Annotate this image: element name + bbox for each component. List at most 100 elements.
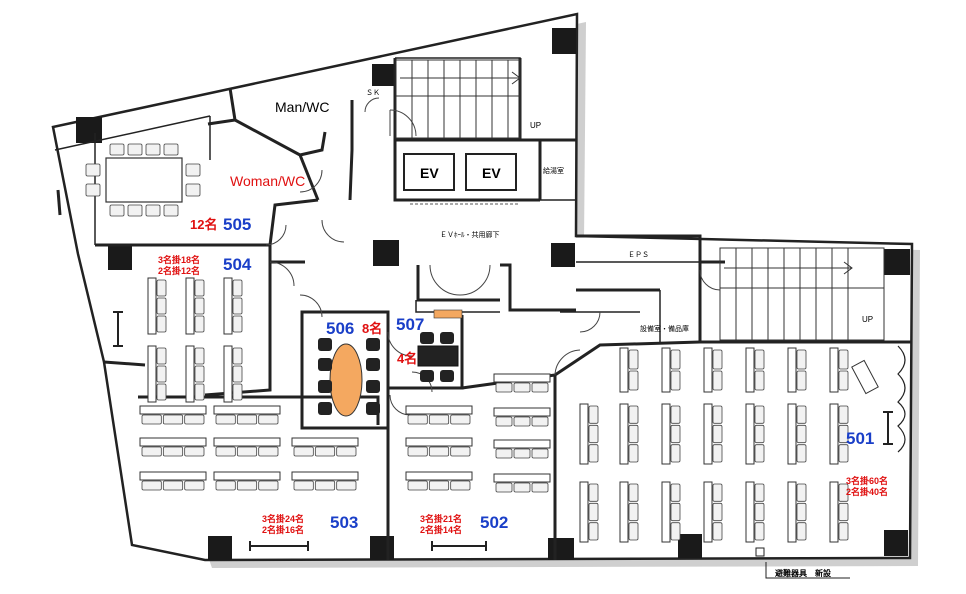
chair [838, 349, 849, 370]
chair [366, 402, 380, 415]
chair [194, 315, 205, 333]
chair [194, 347, 205, 365]
chair [754, 522, 765, 541]
chair [162, 414, 184, 425]
chair [712, 424, 723, 444]
chair [754, 483, 765, 502]
chair [670, 483, 681, 502]
chair [588, 483, 599, 502]
chair [162, 480, 184, 491]
chair [440, 332, 454, 344]
desk [291, 437, 359, 447]
desk [745, 347, 755, 393]
desk [661, 347, 671, 393]
furniture [85, 143, 849, 543]
desk [223, 277, 233, 335]
room-501-number: 501 [846, 429, 875, 448]
chair [838, 483, 849, 502]
desk [829, 403, 839, 465]
room-501-capacity: 3名掛60名 2名掛40名 [846, 476, 889, 497]
desk [829, 347, 839, 393]
chair [232, 279, 243, 297]
desk [213, 437, 281, 447]
chair [366, 338, 380, 351]
room-505-capacity: 12名 [190, 217, 218, 232]
chair [495, 448, 513, 459]
desk [213, 405, 281, 415]
chair [754, 424, 765, 444]
chair [670, 522, 681, 541]
room-504-capacity: 3名掛18名 2名掛12名 [158, 255, 201, 276]
chair [796, 522, 807, 541]
desk [703, 481, 713, 543]
room-506-number: 506 [326, 319, 355, 338]
chair [318, 358, 332, 371]
chair [712, 483, 723, 502]
stairs-top [395, 59, 521, 139]
chair [450, 414, 471, 425]
conference-table [105, 157, 183, 203]
desk [139, 471, 207, 481]
chair [670, 405, 681, 424]
chair [754, 370, 765, 391]
chair [531, 482, 549, 493]
stairs-up-label-top: UP [530, 121, 542, 130]
desk [703, 347, 713, 393]
chair [318, 338, 332, 351]
chair [215, 414, 236, 425]
chair [513, 416, 531, 427]
desk [405, 437, 473, 447]
chair [440, 370, 454, 382]
chair [85, 183, 101, 197]
chair [185, 183, 201, 197]
chair [156, 279, 167, 297]
desk [579, 403, 589, 465]
chair [712, 522, 723, 541]
chair [366, 358, 380, 371]
chair [162, 446, 184, 457]
room-507-number: 507 [396, 315, 425, 334]
chair [588, 444, 599, 463]
chair [318, 402, 332, 415]
chair [838, 444, 849, 463]
chair [796, 405, 807, 424]
chair [156, 297, 167, 315]
room-502-capacity: 3名掛21名 2名掛14名 [420, 514, 463, 535]
desk [619, 403, 629, 465]
chair [194, 297, 205, 315]
chair [838, 405, 849, 424]
desk [787, 347, 797, 393]
desk [139, 437, 207, 447]
desk [619, 347, 629, 393]
chair [428, 414, 450, 425]
chair [712, 349, 723, 370]
chair [236, 446, 258, 457]
chair [163, 143, 179, 156]
desk [661, 481, 671, 543]
chair [127, 204, 143, 217]
room-507-capacity: 4名 [397, 351, 418, 366]
chair [232, 383, 243, 401]
chair [141, 480, 162, 491]
chair [531, 448, 549, 459]
chair [628, 502, 639, 522]
chair [796, 370, 807, 391]
chair [185, 163, 201, 177]
chair [450, 446, 471, 457]
chair [495, 416, 513, 427]
desk [291, 471, 359, 481]
chair [450, 480, 471, 491]
chair [232, 297, 243, 315]
chair [670, 502, 681, 522]
chair [258, 480, 279, 491]
chair [109, 143, 125, 156]
desk [493, 473, 551, 483]
room-502-number: 502 [480, 513, 509, 532]
desk [405, 405, 473, 415]
room-506-capacity: 8名 [362, 321, 383, 336]
chair [628, 349, 639, 370]
chair [588, 522, 599, 541]
desk [147, 277, 157, 335]
